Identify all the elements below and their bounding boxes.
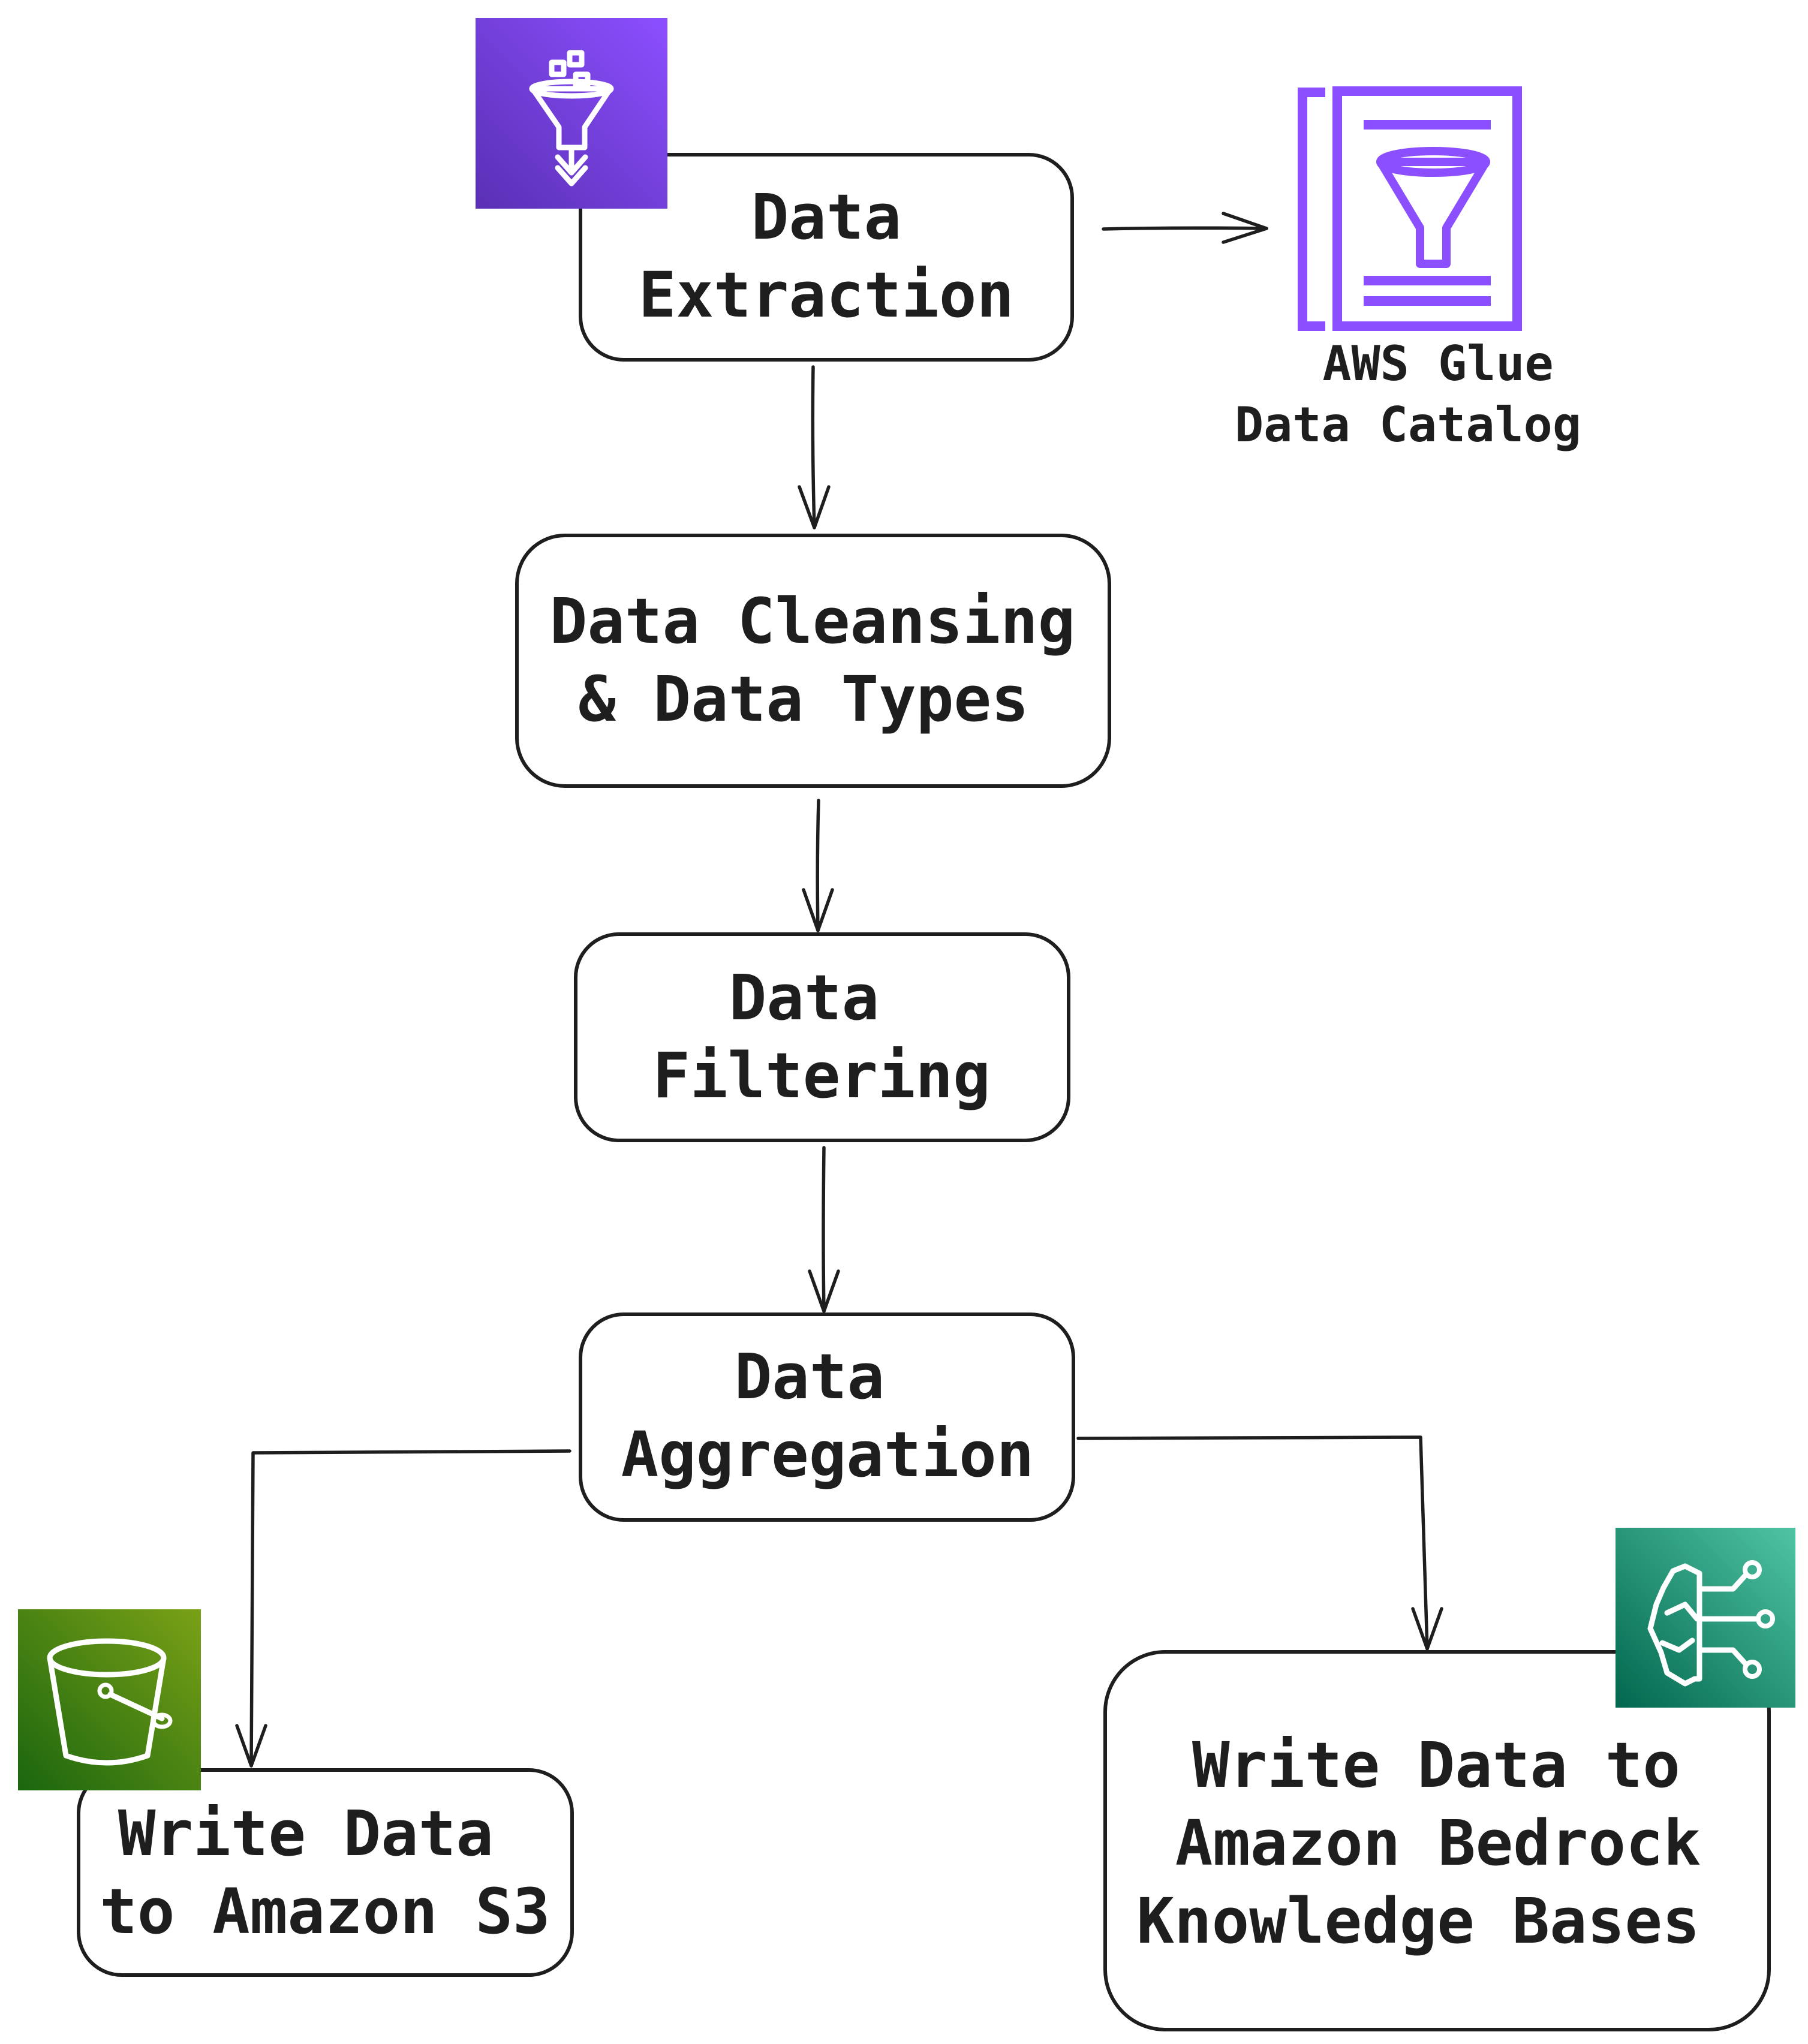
node-label-line: Write Data to bbox=[1192, 1729, 1680, 1802]
glue-catalog-label-line: AWS Glue bbox=[1322, 336, 1553, 392]
aws-glue-icon bbox=[476, 18, 667, 209]
node-label-line: Knowledge Bases bbox=[1136, 1885, 1699, 1958]
edge-extraction-to-catalog bbox=[1102, 212, 1268, 244]
node-label-line: Amazon Bedrock bbox=[1175, 1807, 1701, 1880]
amazon-s3-bucket-icon bbox=[18, 1609, 201, 1790]
glue-catalog-label-line: Data Catalog bbox=[1235, 397, 1581, 453]
edge-extraction-to-cleansing bbox=[798, 365, 831, 529]
node-write-bedrock[interactable]: Write Data to Amazon Bedrock Knowledge B… bbox=[1103, 1650, 1771, 2031]
edge-cleansing-to-filtering bbox=[802, 799, 834, 932]
node-label-line: Filtering bbox=[652, 1039, 991, 1112]
node-label-line: Aggregation bbox=[621, 1418, 1034, 1491]
node-data-extraction[interactable]: Data Extraction bbox=[579, 153, 1074, 362]
node-write-s3[interactable]: Write Data to Amazon S3 bbox=[77, 1768, 574, 1977]
node-data-filtering[interactable]: Data Filtering bbox=[574, 932, 1070, 1142]
node-label-line: to Amazon S3 bbox=[100, 1875, 550, 1948]
node-data-aggregation[interactable]: Data Aggregation bbox=[579, 1313, 1075, 1522]
node-label-line: Data bbox=[729, 961, 879, 1034]
node-label-line: Data bbox=[735, 1340, 885, 1413]
node-label-line: Write Data bbox=[118, 1797, 494, 1870]
node-label-line: Extraction bbox=[639, 258, 1014, 332]
node-label-line: & Data Types bbox=[578, 663, 1028, 736]
node-label-line: Data bbox=[751, 180, 901, 254]
node-data-cleansing[interactable]: Data Cleansing & Data Types bbox=[515, 534, 1111, 788]
edge-aggregation-to-s3 bbox=[235, 1449, 571, 1768]
node-label-line: Data Cleansing bbox=[550, 585, 1076, 658]
edge-aggregation-to-bedrock bbox=[1076, 1435, 1443, 1651]
edge-filtering-to-aggregation bbox=[808, 1146, 840, 1313]
amazon-bedrock-icon bbox=[1616, 1528, 1795, 1708]
edges bbox=[235, 212, 1443, 1768]
aws-glue-data-catalog-icon bbox=[1298, 86, 1522, 331]
